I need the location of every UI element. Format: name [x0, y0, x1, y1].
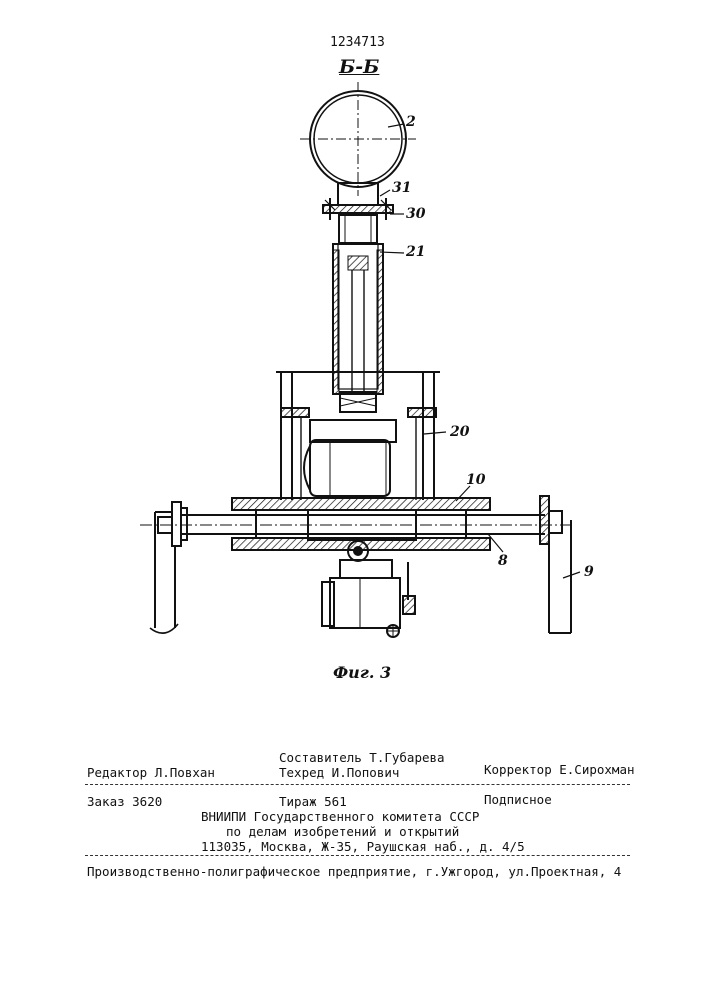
- compiler-line: Составитель Т.Губарева: [279, 751, 445, 765]
- printer-line: Производственно-полиграфическое предприя…: [87, 865, 621, 879]
- callout-2: 2: [406, 114, 416, 130]
- org-line-2: по делам изобретений и открытий: [226, 825, 459, 839]
- technical-drawing: [0, 0, 707, 700]
- left-arm: [150, 502, 187, 633]
- subscription: Подписное: [484, 793, 552, 807]
- callout-30: 30: [406, 206, 425, 222]
- callout-31: 31: [392, 180, 411, 196]
- callout-21: 21: [406, 244, 425, 260]
- techeditor-line: Техред И.Попович: [279, 766, 399, 780]
- axle: [140, 510, 575, 540]
- org-line-1: ВНИИПИ Государственного комитета СССР: [201, 810, 479, 824]
- corrector-line: Корректор Е.Сирохман: [484, 763, 635, 777]
- divider-2: [85, 855, 630, 856]
- callout-10: 10: [466, 472, 485, 488]
- callout-9: 9: [584, 564, 594, 580]
- org-address: 113035, Москва, Ж-35, Раушская наб., д. …: [201, 840, 525, 854]
- figure-caption: Фиг. 3: [333, 666, 391, 680]
- right-arm: [540, 496, 571, 633]
- order-number: Заказ 3620: [87, 795, 162, 809]
- gear-motor: [304, 420, 396, 496]
- callout-8: 8: [498, 553, 508, 569]
- editor-line: Редактор Л.Повхан: [87, 766, 215, 780]
- column-cylinder: [333, 244, 383, 412]
- pipe-circle: [300, 82, 416, 196]
- lower-drive: [322, 541, 415, 637]
- divider-1: [85, 784, 630, 785]
- callout-20: 20: [450, 424, 469, 440]
- circulation: Тираж 561: [279, 795, 347, 809]
